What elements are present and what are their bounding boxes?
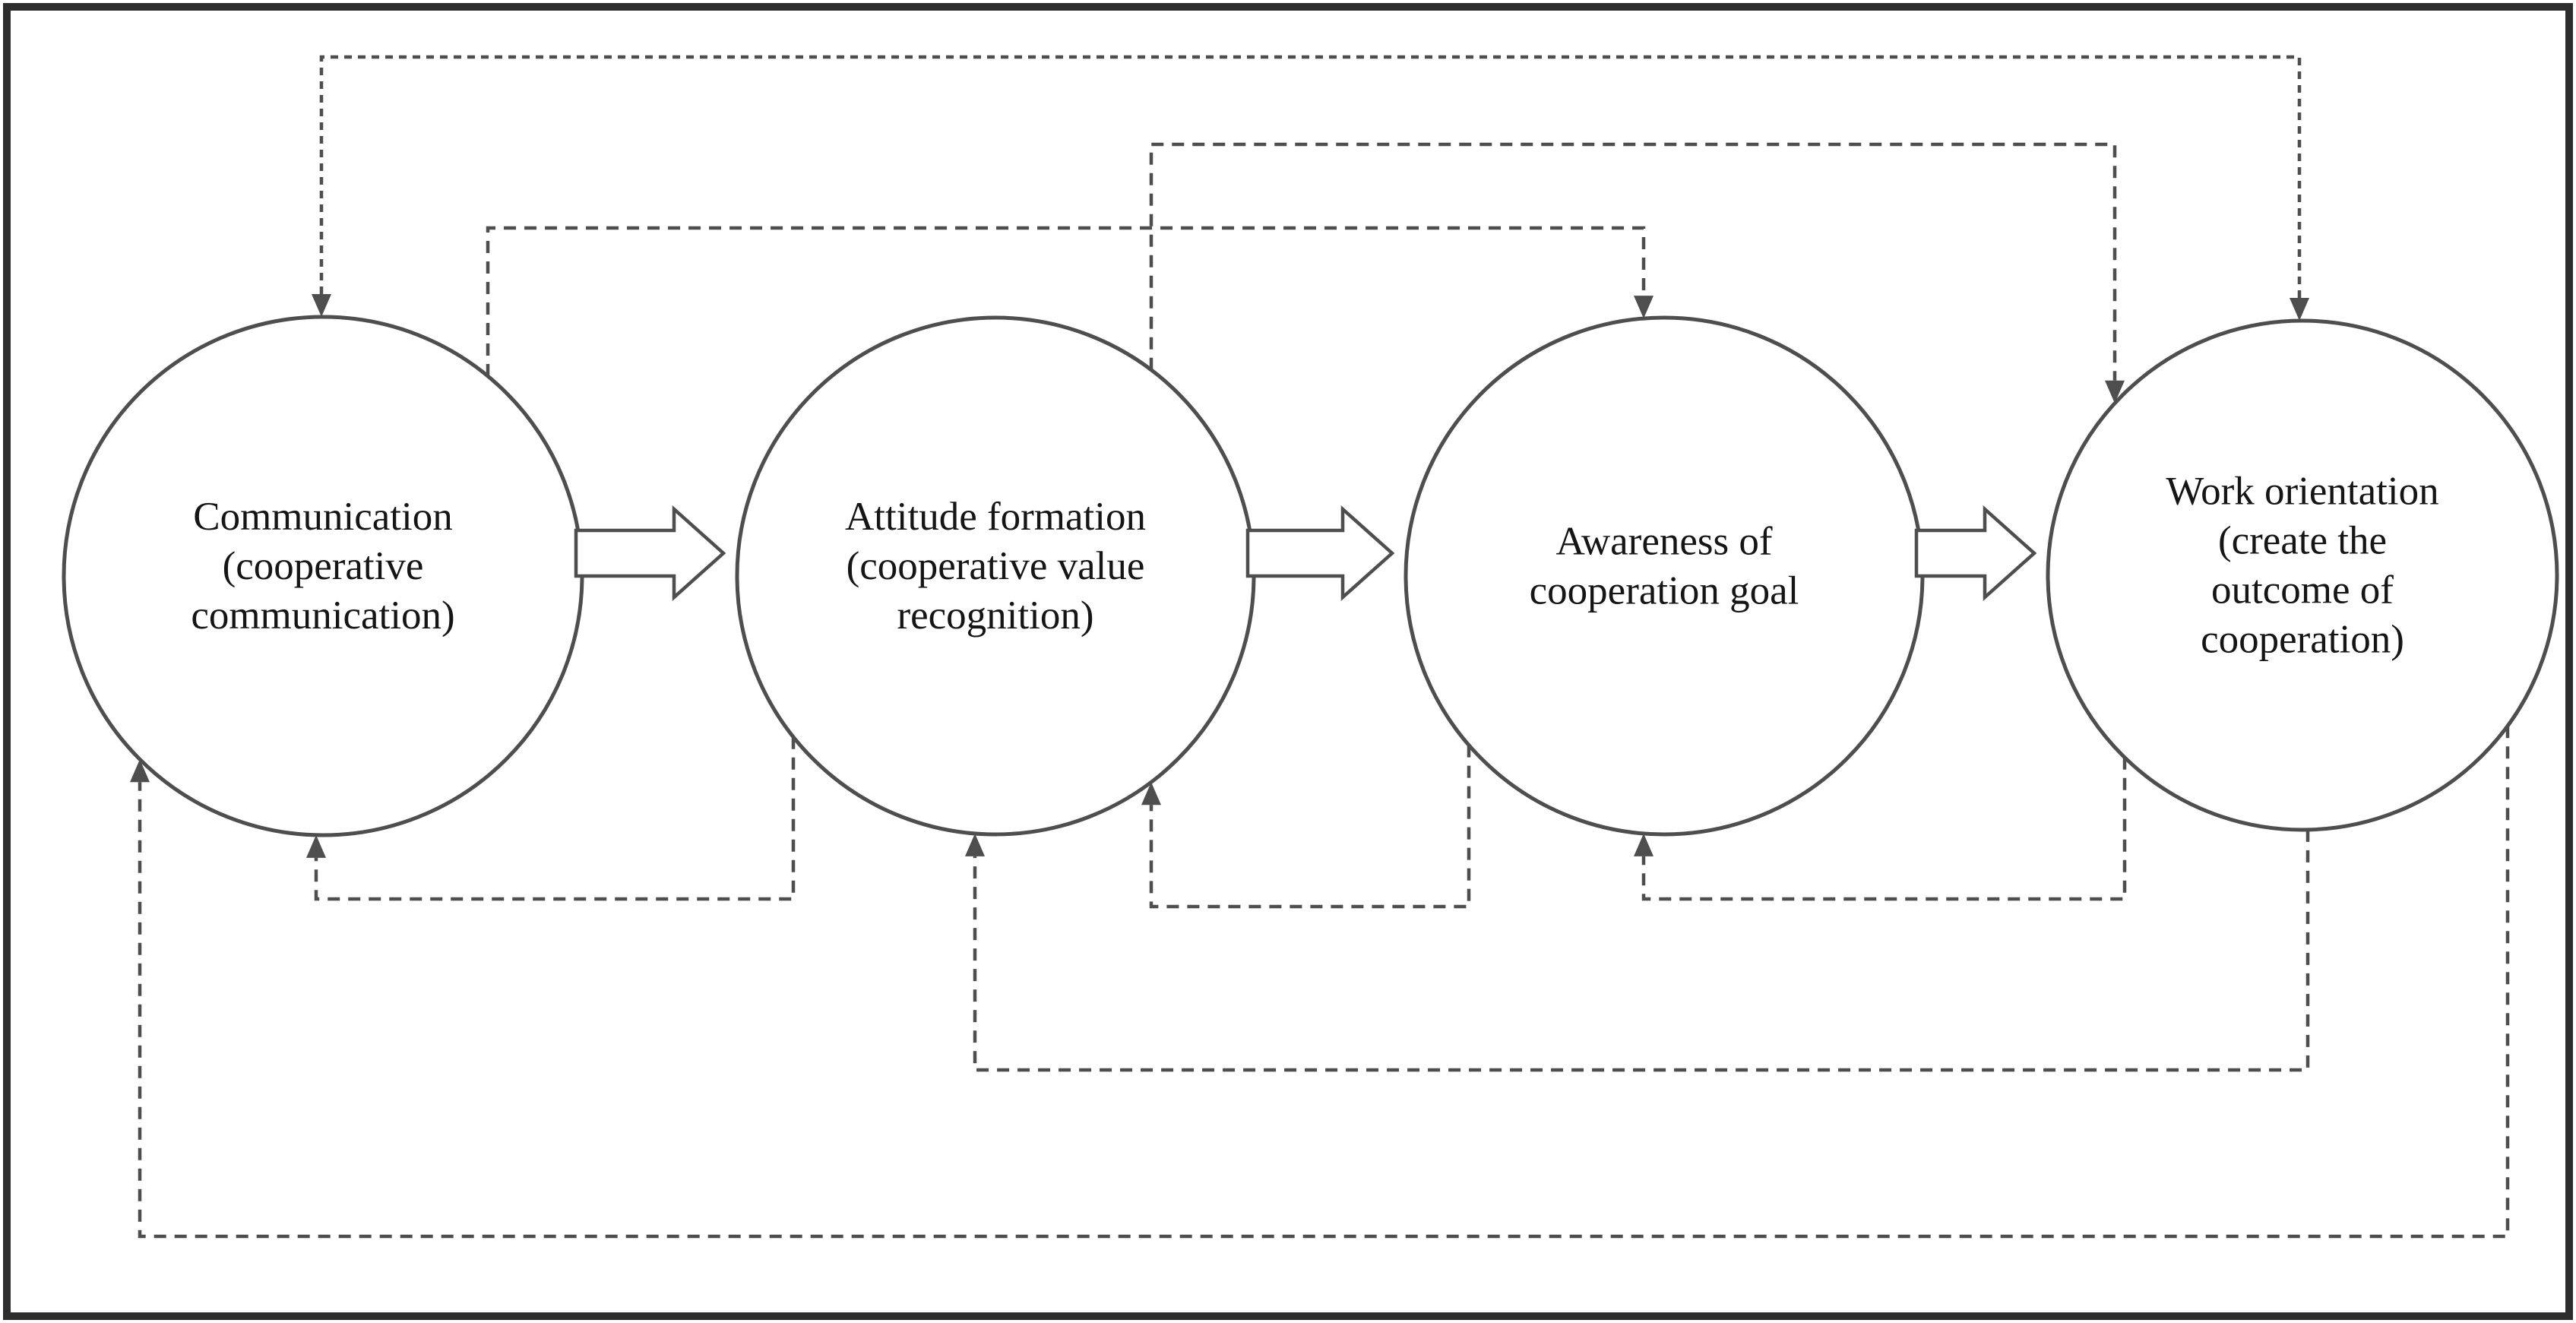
arrowhead-into-attitude (1141, 782, 1161, 806)
feedback-link-path (138, 726, 2510, 1239)
process-arrow-communication-to-attitude (574, 505, 726, 602)
node-label-line: outcome of (2211, 568, 2394, 612)
feedback-link-communication-awareness (486, 226, 1654, 376)
node-label-line: (create the (2218, 519, 2387, 563)
feedback-link-path (319, 55, 2302, 299)
node-label-line: cooperation) (2201, 618, 2404, 662)
arrowhead-into-communication (130, 759, 150, 783)
node-label-line: Work orientation (2166, 470, 2438, 514)
node-circle-work (2046, 318, 2559, 832)
node-work: Work orientation (create the outcome of coo… (2046, 318, 2559, 832)
feedback-link-path (1149, 745, 1471, 909)
figure-border (3, 3, 2573, 1320)
feedback-link-path (314, 736, 796, 901)
arrowhead-into-awareness (1634, 833, 1654, 856)
feedback-link-work-communication (130, 726, 2510, 1239)
feedback-link-communication-work (312, 55, 2309, 321)
process-arrow-awareness-to-work (1914, 505, 2037, 602)
node-label-line: (cooperative value (847, 544, 1145, 588)
node-label-line: recognition) (897, 593, 1093, 638)
node-attitude: Attitude formation (cooperative value reco… (735, 315, 1256, 837)
node-label-line: Awareness of (1555, 520, 1772, 564)
node-label-line: (cooperative (223, 544, 424, 588)
feedback-link-path (973, 829, 2310, 1072)
arrowhead-into-work (2290, 298, 2309, 321)
node-label-line: Communication (193, 495, 453, 539)
feedback-link-path (1149, 142, 2117, 381)
node-label-line: cooperation goal (1530, 569, 1799, 613)
feedback-link-work-attitude (965, 829, 2310, 1072)
node-label-line: Attitude formation (845, 495, 1146, 539)
feedback-link-awareness-attitude (1141, 745, 1471, 909)
node-label-line: communication) (191, 593, 454, 638)
node-awareness: Awareness of cooperation goal (1404, 315, 1925, 837)
feedback-link-path (1641, 757, 2127, 901)
arrowhead-into-communication (306, 834, 326, 858)
feedback-link-work-awareness (1634, 757, 2127, 901)
feedback-link-attitude-communication (306, 736, 796, 901)
arrowhead-into-communication (312, 294, 331, 318)
arrowhead-into-work (2105, 380, 2125, 404)
feedback-link-attitude-work (1149, 142, 2125, 404)
arrowhead-into-awareness (1634, 296, 1654, 319)
process-arrow-attitude-to-awareness (1245, 505, 1395, 602)
node-communication: Communication (cooperative communication) (62, 315, 584, 837)
arrowhead-into-attitude (965, 833, 985, 856)
feedback-link-path (486, 226, 1646, 376)
